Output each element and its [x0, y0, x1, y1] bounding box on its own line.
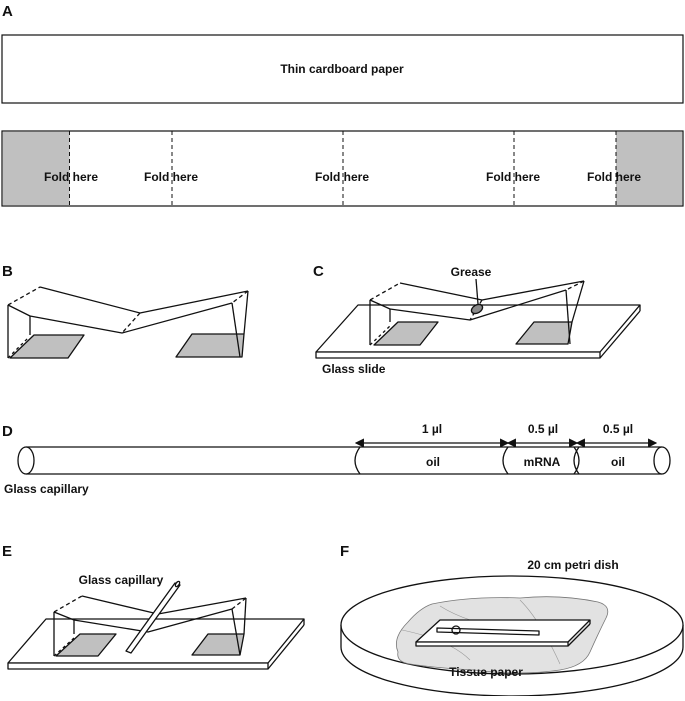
panel-c: C Grease Glass slide — [313, 263, 641, 376]
panel-e: E Glass capillary — [2, 543, 305, 670]
glass-slide-edge — [7, 662, 269, 670]
cardboard-label: Thin cardboard paper — [280, 62, 404, 76]
panel-e-letter: E — [2, 543, 12, 560]
glass-capillary-label: Glass capillary — [79, 573, 164, 587]
meniscus-3 — [573, 446, 580, 475]
panel-a-letter: A — [2, 3, 13, 20]
right-hidden-edge — [565, 280, 585, 291]
panel-a: A Thin cardboard paper Fold here Fold he… — [1, 3, 684, 207]
right-leg-back — [243, 290, 249, 335]
panel-c-letter: C — [313, 263, 324, 280]
gray-foot-right — [175, 333, 245, 358]
grease-drop — [470, 303, 484, 315]
panel-f-letter: F — [340, 543, 349, 560]
capillary-left-end — [17, 446, 35, 475]
meniscus-1 — [354, 446, 361, 475]
dish-glass-slide-edge — [415, 641, 569, 647]
glass-capillary-label: Glass capillary — [4, 482, 89, 496]
right-leg-back — [243, 597, 247, 635]
fold-label-3: Fold here — [315, 170, 369, 184]
grease-label: Grease — [451, 265, 492, 279]
gray-foot-right — [515, 321, 573, 345]
segment-label-mrna: mRNA — [524, 455, 561, 469]
gray-foot-left — [55, 633, 117, 657]
glass-slide-top — [7, 618, 305, 664]
left-leg-foot-fold — [7, 337, 29, 359]
bridge-center-fold — [121, 312, 141, 334]
segment-label-oil-1: oil — [426, 455, 440, 469]
left-hidden-edge — [369, 282, 401, 301]
bridge-back-edge — [399, 280, 585, 301]
tissue-paper-label: Tissue paper — [449, 665, 523, 679]
dish-glass-slide-side-b — [567, 623, 591, 647]
grease-leader — [475, 278, 479, 305]
cardboard-strip — [1, 34, 684, 104]
volume-label-1: 1 µl — [422, 422, 442, 436]
meniscus-4 — [573, 446, 580, 475]
gray-foot-left — [9, 334, 85, 359]
volume-label-2: 0.5 µl — [528, 422, 558, 436]
left-leg-foot-fold — [369, 325, 391, 346]
right-leg-front — [231, 302, 241, 358]
left-leg-foot-fold — [53, 637, 75, 657]
glass-slide-edge — [315, 351, 601, 359]
petri-dish-label: 20 cm petri dish — [527, 558, 618, 572]
capillary-right-end — [653, 446, 671, 475]
bridge-center-fold — [469, 299, 483, 321]
panel-d-letter: D — [2, 423, 13, 440]
capillary-top-end — [174, 580, 181, 588]
fold-label-5: Fold here — [587, 170, 641, 184]
left-leg-top — [369, 299, 391, 310]
right-hidden-edge — [231, 290, 249, 304]
gray-foot-left — [373, 321, 439, 346]
segment-label-oil-2: oil — [611, 455, 625, 469]
gray-end-right — [616, 131, 683, 206]
glass-slide-side-b — [267, 624, 305, 670]
right-leg-back — [571, 280, 585, 323]
dish-capillary — [436, 627, 540, 636]
right-hidden-edge — [231, 597, 247, 610]
right-leg-front — [565, 289, 571, 345]
panel-f: F 20 cm petri dish Tissue paper — [340, 543, 684, 697]
volume-label-3: 0.5 µl — [603, 422, 633, 436]
bridge-back-edge — [39, 286, 249, 314]
fold-label-1: Fold here — [44, 170, 98, 184]
left-leg-top — [53, 611, 75, 621]
gray-end-left — [2, 131, 70, 206]
meniscus-2 — [502, 446, 509, 475]
left-hidden-edge — [7, 286, 41, 306]
dish-grease-mark — [451, 625, 461, 635]
glass-slide-label: Glass slide — [322, 362, 386, 376]
fold-label-2: Fold here — [144, 170, 198, 184]
left-hidden-edge — [53, 595, 83, 613]
panel-b-letter: B — [2, 263, 13, 280]
bridge-front-edge — [29, 302, 233, 334]
panel-b: B — [2, 263, 249, 359]
fold-label-4: Fold here — [486, 170, 540, 184]
panel-d: D 1 µl 0.5 µl 0.5 µl oil mRNA oil Glass … — [2, 422, 671, 496]
bridge-front-edge — [73, 608, 233, 633]
right-leg-front — [231, 608, 241, 656]
glass-slide-side-b — [599, 310, 641, 359]
left-leg-top — [7, 304, 31, 317]
